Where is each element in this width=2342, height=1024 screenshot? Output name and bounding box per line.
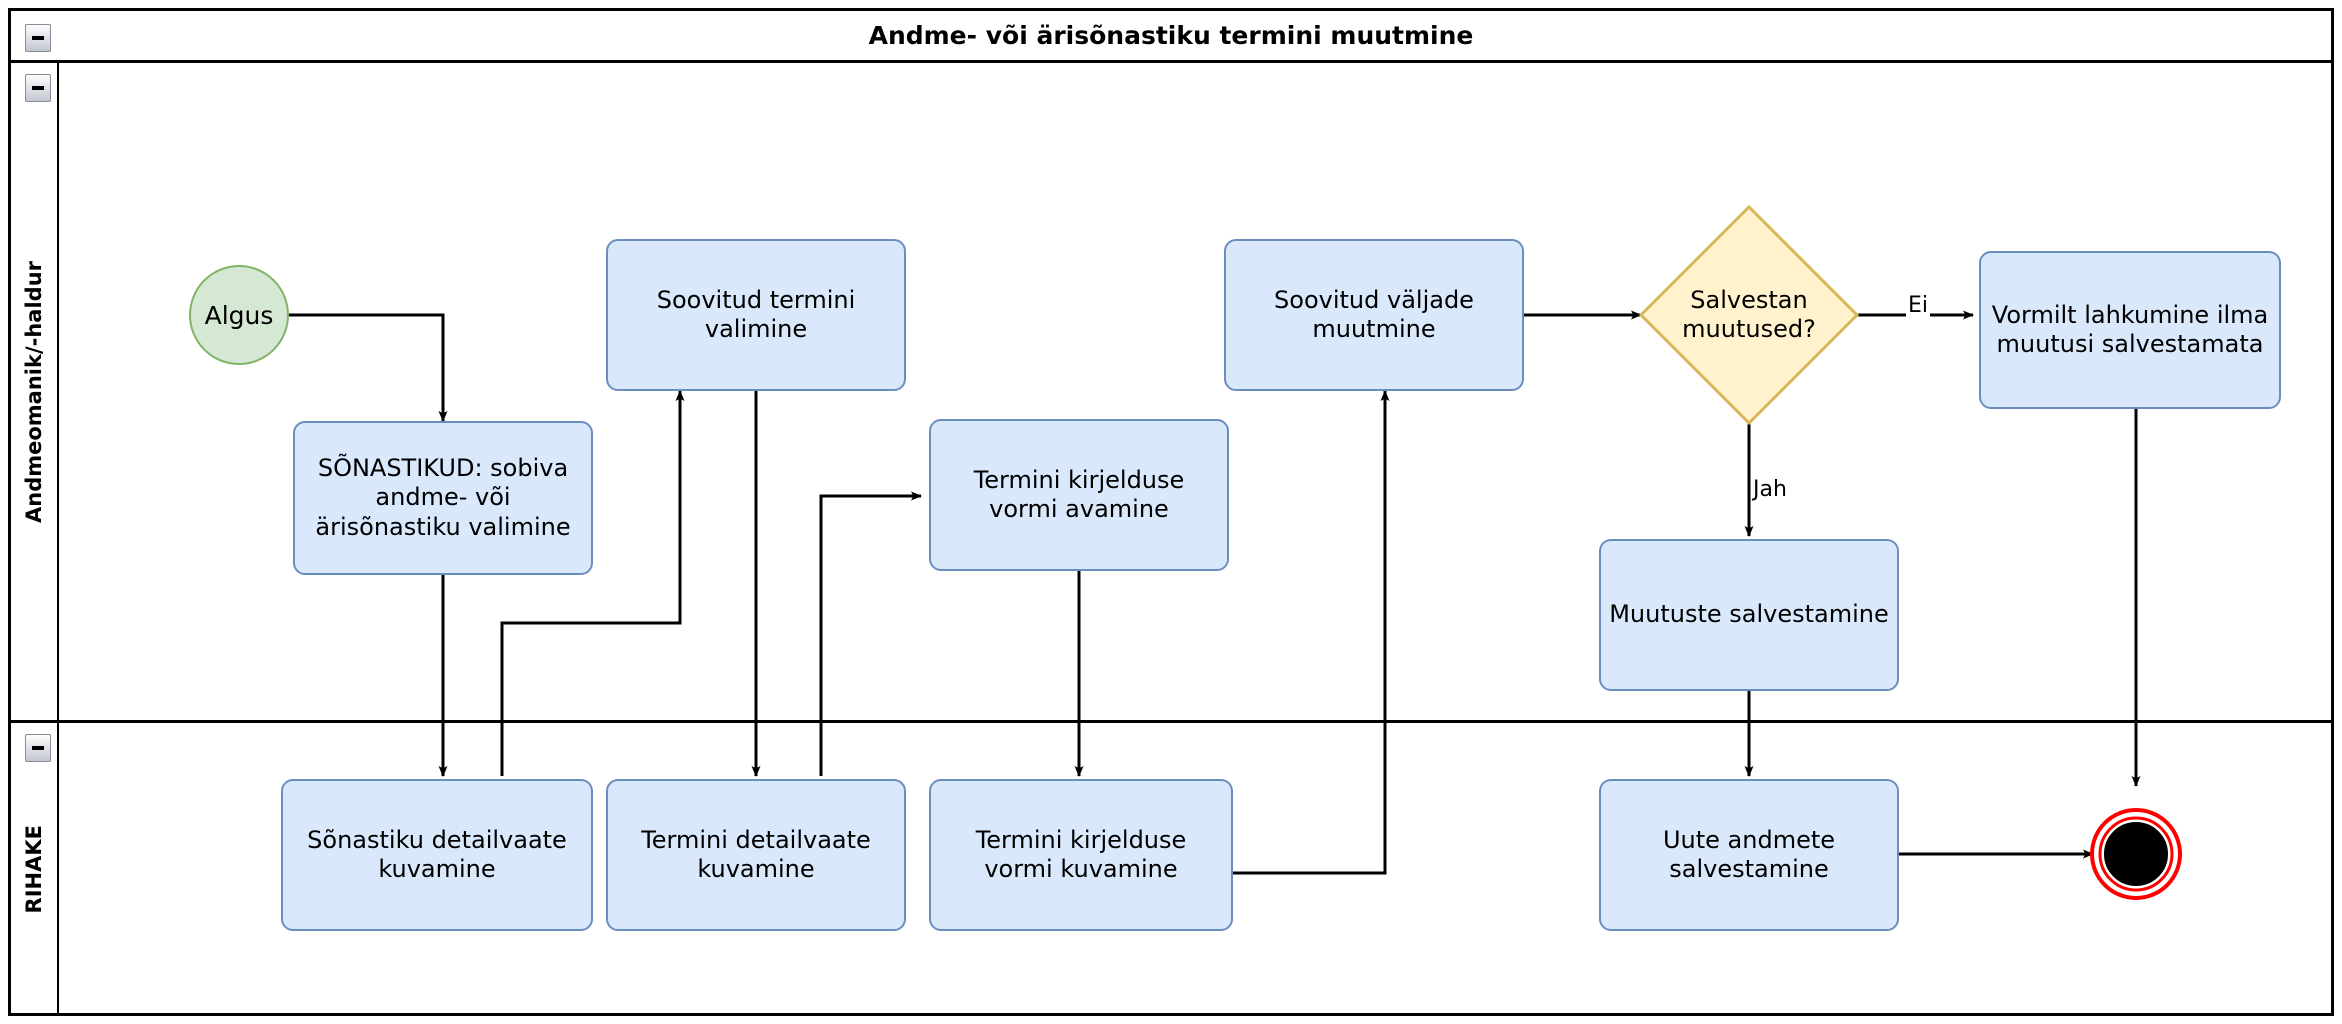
task-termini-kirjelduse-vormi-avamine-label: Termini kirjelduse vormi avamine	[973, 465, 1185, 523]
task-termini-kirjelduse-vormi-kuvamine-label: Termini kirjelduse vormi kuvamine	[975, 825, 1187, 883]
gateway-salvestan-muutused[interactable]: Salvestan muutused?	[1641, 207, 1857, 423]
lane-rihake-label-wrap: RIHAKE	[11, 723, 57, 1016]
lane-andmeomanik: Andmeomanik/-haldur	[11, 63, 2331, 723]
task-termini-kirjelduse-vormi-avamine[interactable]: Termini kirjelduse vormi avamine	[929, 419, 1229, 571]
lane-andmeomanik-collapse-icon[interactable]	[25, 74, 51, 102]
task-vormilt-lahkumine[interactable]: Vormilt lahkumine ilma muutusi salvestam…	[1979, 251, 2281, 409]
task-termini-detailvaate-kuvamine[interactable]: Termini detailvaate kuvamine	[606, 779, 906, 931]
edge-label-ei: Ei	[1906, 293, 1931, 318]
start-event-label: Algus	[204, 300, 274, 330]
lane-andmeomanik-label-wrap: Andmeomanik/-haldur	[11, 63, 57, 720]
lane-andmeomanik-header: Andmeomanik/-haldur	[11, 63, 59, 720]
task-sonastiku-detailvaate-kuvamine-label: Sõnastiku detailvaate kuvamine	[307, 825, 567, 883]
task-muutuste-salvestamine[interactable]: Muutuste salvestamine	[1599, 539, 1899, 691]
task-vormilt-lahkumine-label: Vormilt lahkumine ilma muutusi salvestam…	[1991, 300, 2269, 358]
start-event-algus[interactable]: Algus	[189, 265, 289, 365]
lane-andmeomanik-label: Andmeomanik/-haldur	[22, 260, 46, 523]
process-pool: Andme- või ärisõnastiku termini muutmine…	[8, 8, 2334, 1016]
task-soovitud-termini-valimine[interactable]: Soovitud termini valimine	[606, 239, 906, 391]
task-termini-detailvaate-kuvamine-label: Termini detailvaate kuvamine	[641, 825, 871, 883]
gateway-salvestan-muutused-label: Salvestan muutused?	[1682, 285, 1816, 343]
task-soovitud-valjade-muutmine[interactable]: Soovitud väljade muutmine	[1224, 239, 1524, 391]
task-soovitud-termini-valimine-label: Soovitud termini valimine	[656, 285, 856, 343]
edge-label-jah: Jah	[1751, 477, 1789, 502]
task-muutuste-salvestamine-label: Muutuste salvestamine	[1609, 600, 1889, 629]
task-sonastikud-valimine[interactable]: SÕNASTIKUD: sobiva andme- või ärisõnasti…	[293, 421, 593, 575]
task-sonastiku-detailvaate-kuvamine[interactable]: Sõnastiku detailvaate kuvamine	[281, 779, 593, 931]
lane-rihake-label: RIHAKE	[22, 825, 46, 914]
task-uute-andmete-salvestamine[interactable]: Uute andmete salvestamine	[1599, 779, 1899, 931]
lane-rihake: RIHAKE	[11, 723, 2331, 1016]
task-termini-kirjelduse-vormi-kuvamine[interactable]: Termini kirjelduse vormi kuvamine	[929, 779, 1233, 931]
minus-icon	[32, 746, 44, 750]
lane-rihake-header: RIHAKE	[11, 723, 59, 1016]
task-sonastikud-valimine-label: SÕNASTIKUD: sobiva andme- või ärisõnasti…	[315, 454, 571, 541]
task-soovitud-valjade-muutmine-label: Soovitud väljade muutmine	[1274, 285, 1474, 343]
pool-header: Andme- või ärisõnastiku termini muutmine	[11, 11, 2331, 63]
task-uute-andmete-salvestamine-label: Uute andmete salvestamine	[1662, 825, 1836, 883]
pool-collapse-icon[interactable]	[25, 24, 51, 52]
lane-rihake-collapse-icon[interactable]	[25, 734, 51, 762]
minus-icon	[32, 86, 44, 90]
page-title: Andme- või ärisõnastiku termini muutmine	[868, 21, 1474, 50]
minus-icon	[32, 36, 44, 40]
